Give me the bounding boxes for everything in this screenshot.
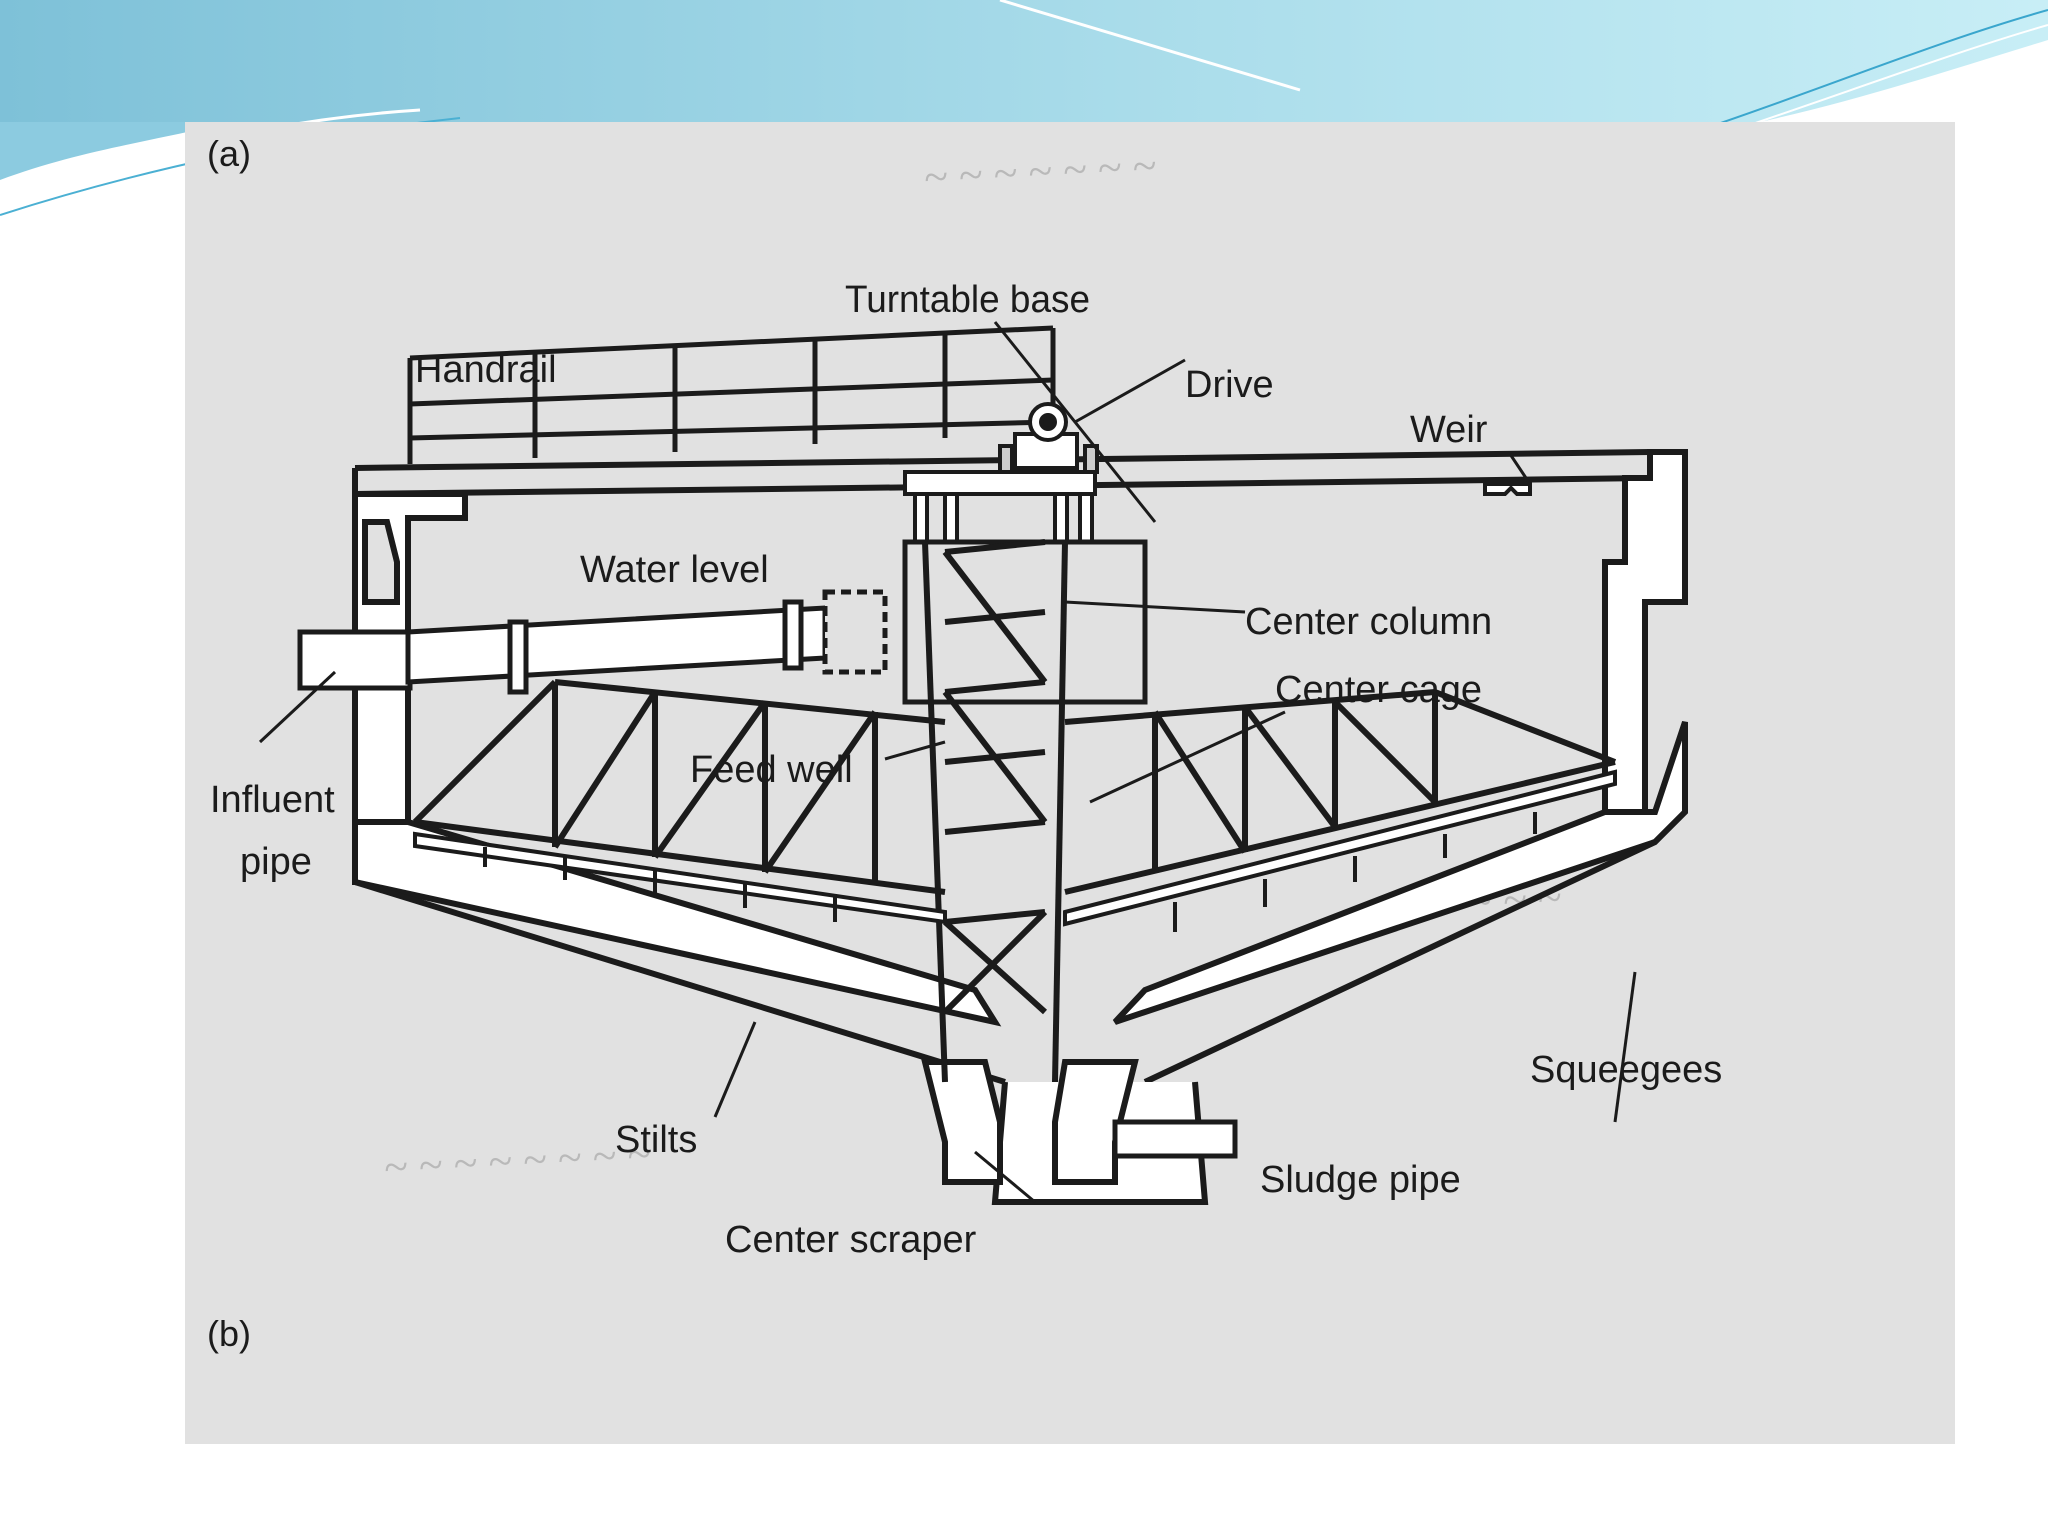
weir-drawing (1483, 482, 1532, 496)
leader-lines (258, 321, 1637, 1204)
truss-arms (412, 679, 1617, 895)
label-stilts: Stilts (615, 1119, 697, 1161)
label-influent-pipe-line1: Influent (210, 779, 335, 821)
label-center-scraper: Center scraper (725, 1219, 977, 1261)
svg-text:~ ~ ~ ~ ~ ~ ~ ~: ~ ~ ~ ~ ~ ~ ~ ~ (383, 1129, 653, 1192)
handrail-drawing (407, 325, 1056, 464)
squeegees-drawing (413, 769, 1617, 927)
influent-pipe-drawing (297, 589, 888, 695)
center-column-drawing (922, 539, 1068, 1083)
panel-label-a: (a) (207, 133, 251, 174)
wave-banner (0, 0, 2048, 216)
sludge-pipe-drawing (1112, 1119, 1238, 1159)
label-squeegees: Squeegees (1530, 1049, 1722, 1091)
label-weir: Weir (1410, 409, 1488, 451)
label-turntable-base: Turntable base (845, 279, 1090, 321)
label-sludge-pipe: Sludge pipe (1260, 1159, 1461, 1201)
label-drive: Drive (1185, 364, 1274, 406)
label-influent-pipe-line2: pipe (240, 841, 312, 883)
stilts-drawing (483, 812, 1537, 932)
label-center-column: Center column (1245, 601, 1492, 643)
turntable-base-drawing (903, 470, 1097, 544)
label-feed-well: Feed well (690, 749, 853, 791)
label-center-cage: Center cage (1275, 669, 1482, 711)
clarifier-figure: ~ ~ ~ ~ ~ ~ ~ ~ ~ ~ ~ ~ ~ ~ ~ ~ ~ ~ ~ ~ … (185, 122, 1955, 1444)
svg-text:~ ~ ~ ~ ~ ~ ~: ~ ~ ~ ~ ~ ~ ~ (923, 141, 1158, 202)
label-water-level: Water level (580, 549, 769, 591)
drive-unit (998, 402, 1099, 474)
feed-well-drawing (902, 539, 1148, 705)
panel-label-b: (b) (207, 1313, 251, 1354)
sloped-floor (352, 721, 1688, 1085)
label-handrail: Handrail (415, 349, 557, 391)
sludge-hopper (921, 1059, 1209, 1205)
